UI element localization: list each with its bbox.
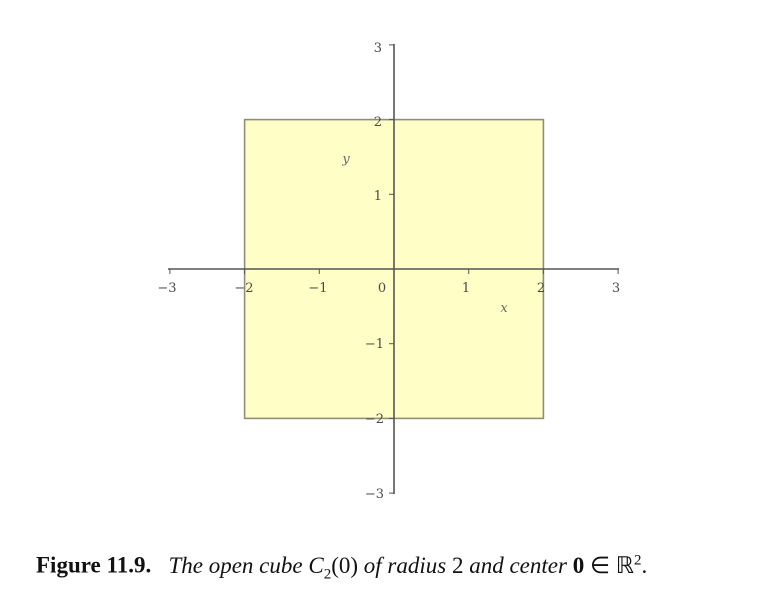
axis-ticks: [169, 44, 619, 494]
x-tick-label-3: 3: [612, 281, 620, 296]
radius-value: 2: [451, 552, 464, 578]
figure-caption: Figure 11.9. The open cube C2(0) of radi…: [36, 552, 766, 583]
x-tick-label-0: 0: [378, 281, 386, 296]
x-tick-label-neg3: −3: [157, 281, 176, 296]
cube-diagram: −3 −2 −1 0 1 2 3 3 2 1 −1 −2 −3 x y: [157, 41, 620, 502]
y-tick-label-neg2: −2: [365, 412, 384, 427]
x-tick-label-2: 2: [537, 281, 545, 296]
caption-text: The open cube C2(0) of radius 2 and cent…: [168, 552, 648, 583]
cube-symbol: C: [308, 552, 324, 578]
y-tick-label-3: 3: [374, 41, 382, 56]
cube-argument: (0): [331, 552, 359, 578]
x-tick-label-neg1: −1: [308, 281, 327, 296]
y-tick-label-1: 1: [374, 189, 382, 204]
real-space-symbol: ℝ: [615, 552, 634, 578]
y-axis-name: y: [341, 152, 350, 167]
y-tick-label-2: 2: [374, 115, 382, 130]
y-tick-label-neg3: −3: [365, 487, 384, 502]
center-vector: 0: [572, 552, 585, 578]
x-tick-label-1: 1: [462, 281, 470, 296]
x-tick-label-neg2: −2: [234, 281, 253, 296]
cube-subscript: 2: [323, 566, 332, 583]
caption-label: Figure 11.9.: [36, 552, 152, 578]
x-axis-name: x: [500, 301, 508, 316]
space-dimension: 2: [633, 552, 642, 568]
y-tick-label-neg1: −1: [365, 337, 384, 352]
member-of-symbol: ∈: [584, 552, 616, 578]
